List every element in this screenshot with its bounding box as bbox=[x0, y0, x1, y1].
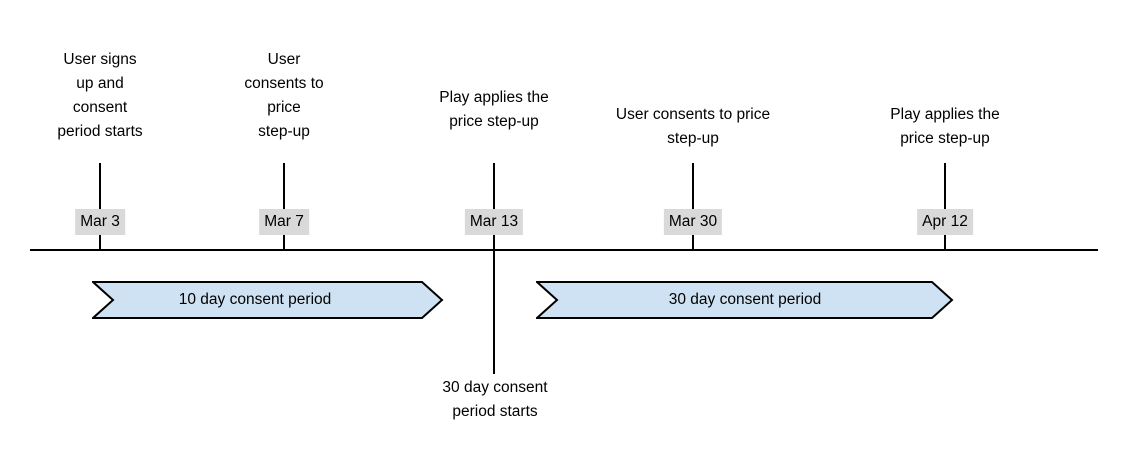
period-arrow-shape bbox=[536, 281, 954, 319]
event-tick-mar3 bbox=[99, 163, 101, 250]
period-arrow-shape bbox=[92, 281, 444, 319]
event-tick-mar7 bbox=[283, 163, 285, 250]
event-tick-apr12 bbox=[944, 163, 946, 250]
event-date-chip-mar3: Mar 3 bbox=[75, 209, 125, 235]
period-label-10day: 10 day consent period bbox=[178, 291, 332, 308]
consent-period-arrow-30day bbox=[536, 281, 954, 319]
event-label-mar13: Play applies the price step-up bbox=[439, 89, 549, 130]
event-tick-mar13 bbox=[493, 163, 495, 374]
event-date-chip-mar30: Mar 30 bbox=[663, 209, 723, 235]
event-label-apr12: Play applies the price step-up bbox=[890, 106, 1000, 147]
event-date-chip-apr12: Apr 12 bbox=[917, 209, 973, 235]
note-30day-consent-period-starts: 30 day consent period starts bbox=[442, 379, 548, 420]
consent-period-arrow-10day bbox=[92, 281, 444, 319]
event-date-chip-mar13: Mar 13 bbox=[464, 209, 524, 235]
event-label-mar30: User consents to price step-up bbox=[615, 106, 771, 147]
timeline-axis bbox=[30, 249, 1098, 251]
period-label-30day: 30 day consent period bbox=[668, 291, 822, 308]
event-tick-mar30 bbox=[692, 163, 694, 250]
event-date-chip-mar7: Mar 7 bbox=[259, 209, 309, 235]
event-label-mar3: User signs up and consent period starts bbox=[57, 51, 143, 140]
event-label-mar7: User consents to price step-up bbox=[244, 51, 324, 140]
